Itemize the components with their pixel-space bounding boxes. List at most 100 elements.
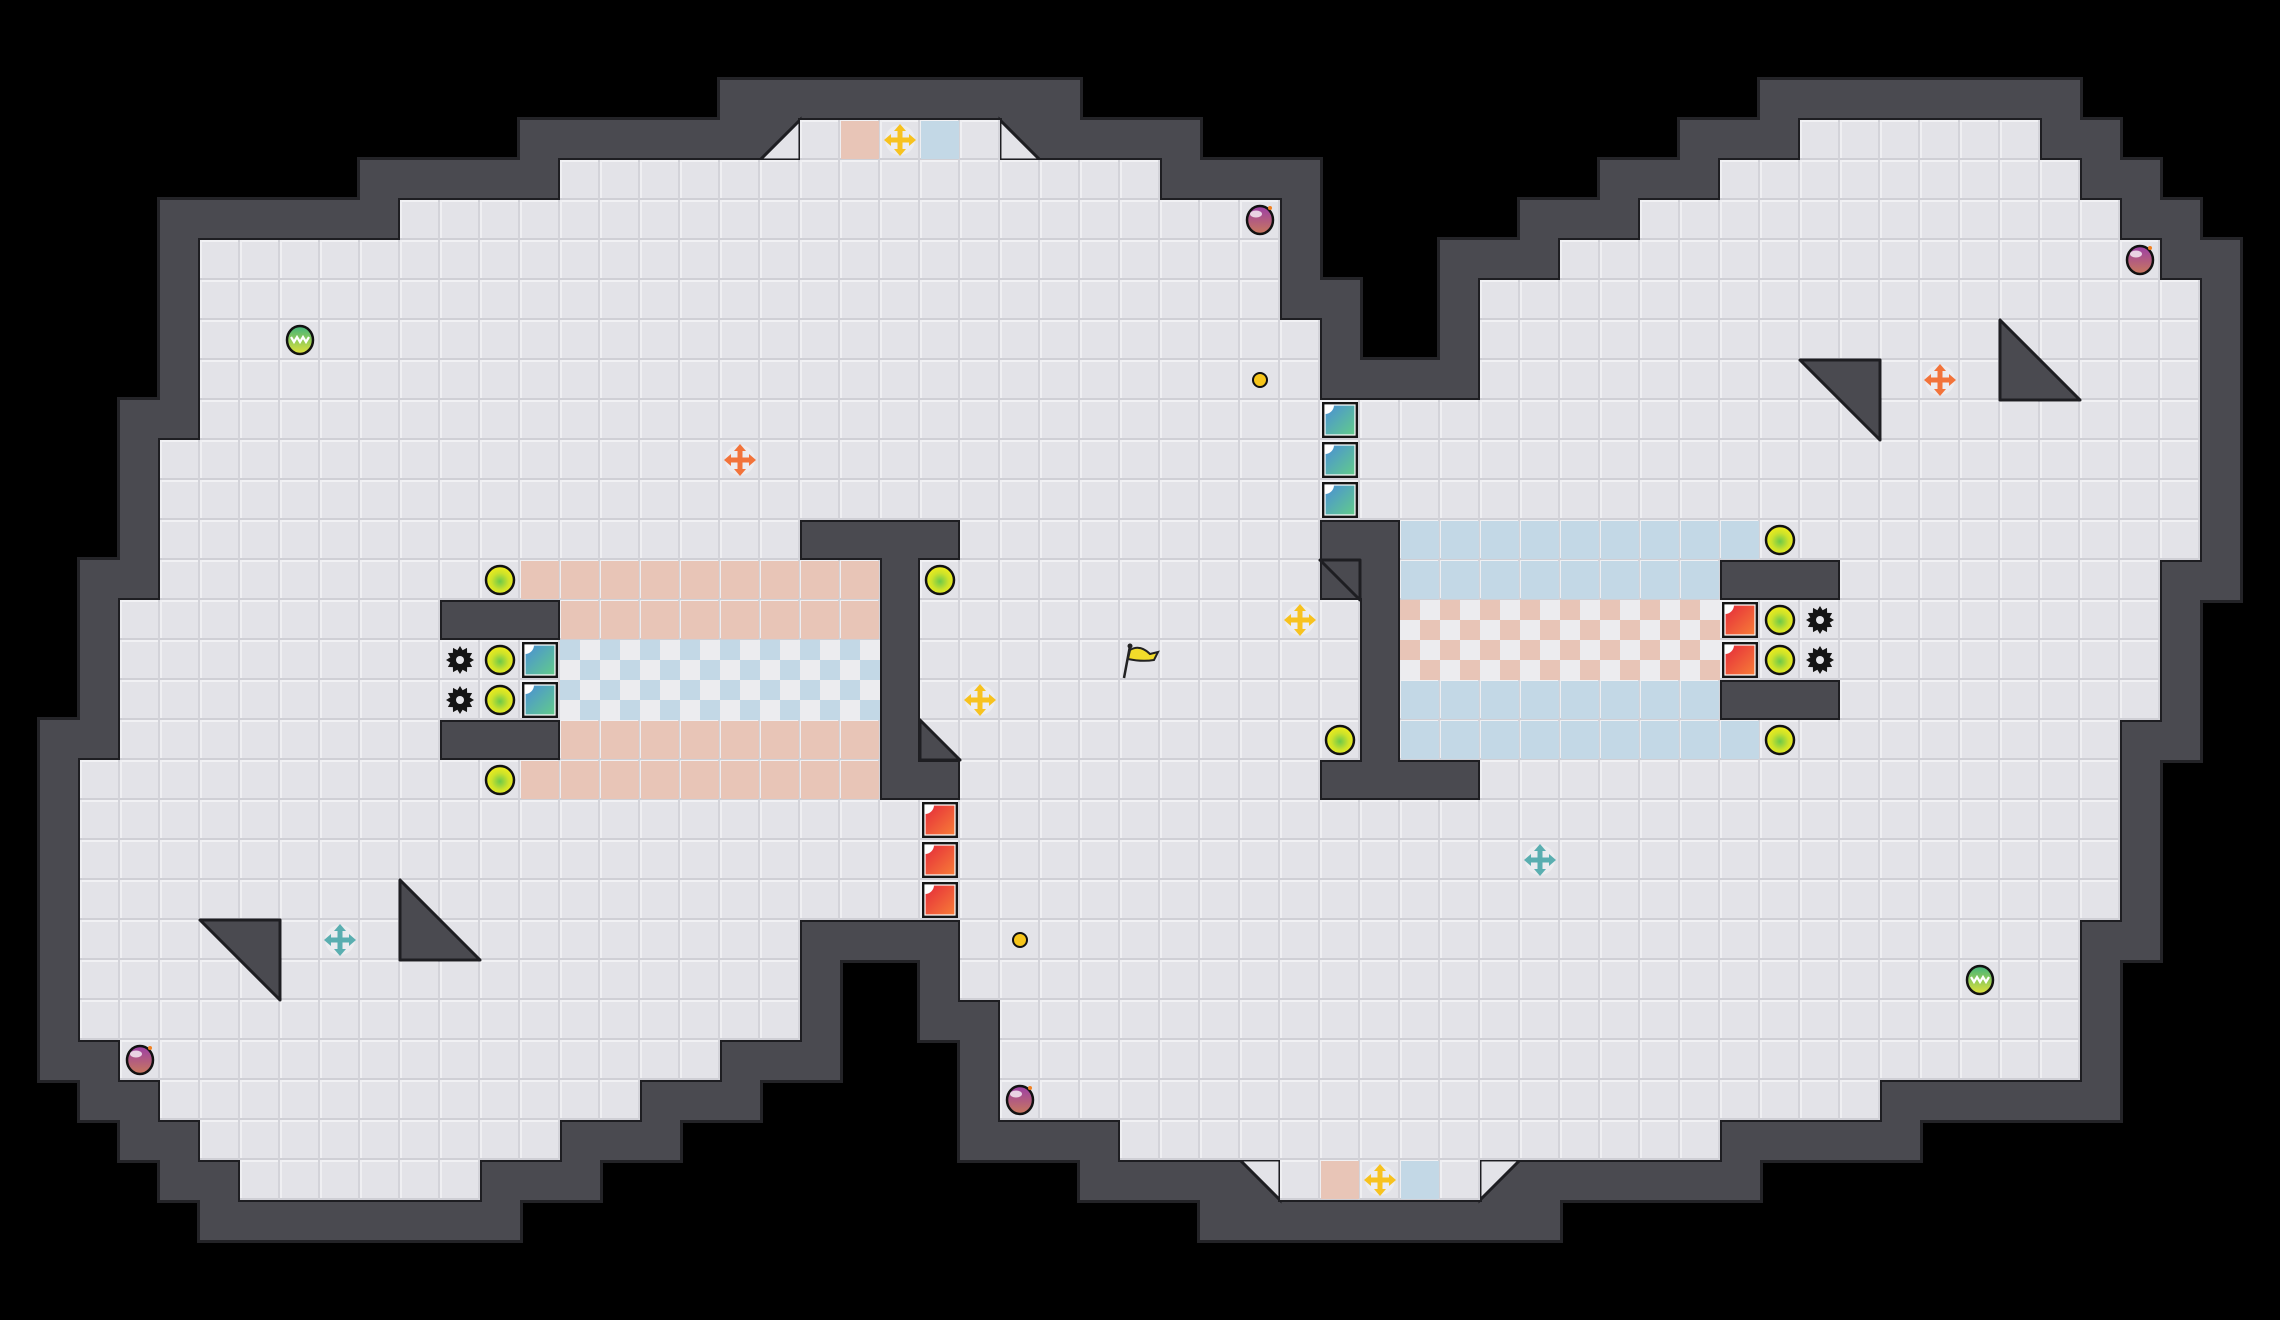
salmon-tile (761, 561, 799, 599)
blue-checker-tile (840, 640, 880, 680)
floor-row (1400, 720, 2120, 760)
wall-segment (1480, 1160, 1760, 1200)
blue-tile (1561, 561, 1599, 599)
blue-checker-tile (800, 640, 840, 680)
move-arrows-icon (1924, 364, 1956, 396)
salmon-tile (681, 721, 719, 759)
blue-checker-tile (720, 640, 760, 680)
floor-row (80, 960, 800, 1000)
wall-segment (160, 240, 200, 280)
wall-segment (2120, 800, 2160, 840)
blue-tile (1401, 681, 1439, 719)
blue-tile (1641, 681, 1679, 719)
triangle-wall (198, 918, 282, 1002)
salmon-tile (761, 601, 799, 639)
wall-segment (1200, 1200, 1560, 1240)
pink-marble-icon (125, 1044, 155, 1076)
wall-segment (160, 280, 200, 320)
salmon-tile (561, 721, 599, 759)
wall-segment (2160, 240, 2240, 280)
floor-row (1720, 160, 2080, 200)
wall-segment (2080, 920, 2160, 960)
blue-tile (1521, 721, 1559, 759)
blue-checker-tile (760, 640, 800, 680)
salmon-tile (841, 761, 879, 799)
wall-segment (80, 600, 120, 640)
floor-row (80, 800, 2120, 840)
salmon-checker-tile (1520, 640, 1560, 680)
wall-segment (800, 960, 840, 1000)
blue-tile (1401, 1161, 1439, 1199)
wall-segment (1280, 200, 1320, 240)
salmon-tile (841, 601, 879, 639)
salmon-checker-tile (1400, 600, 1440, 640)
wall-segment (2120, 720, 2200, 760)
salmon-tile (761, 761, 799, 799)
salmon-checker-tile (1600, 600, 1640, 640)
wall-segment (880, 680, 920, 720)
wall-segment (2120, 200, 2200, 240)
entity-layer[interactable] (125, 124, 2155, 1196)
yellow-ball-icon (484, 684, 516, 716)
wall-segment (40, 1000, 80, 1040)
wall-segment (1360, 600, 1400, 640)
wall-segment (2120, 880, 2160, 920)
salmon-tile (521, 761, 559, 799)
floor-row (200, 320, 1320, 360)
wall-segment (1360, 680, 1400, 720)
wall-segment (1440, 240, 1560, 280)
wall-segment (80, 680, 120, 720)
wall-segment (1320, 360, 1480, 400)
salmon-tile (761, 721, 799, 759)
wall-segment (40, 800, 80, 840)
yellow-ball-icon (484, 764, 516, 796)
move-arrows-icon (324, 924, 356, 956)
floor-row (200, 360, 1320, 400)
blue-tile (1481, 521, 1519, 559)
gear-icon (1806, 646, 1834, 674)
wall-segment (120, 440, 160, 480)
wall-segment (2080, 1040, 2120, 1080)
wall-segment (880, 600, 920, 640)
blue-checker-tile (560, 640, 600, 680)
blue-tile (1641, 521, 1679, 559)
pink-marble-icon (1005, 1084, 1035, 1116)
teal-block-icon (1322, 482, 1358, 518)
zone-layer (521, 121, 1759, 1199)
wall-segment (1720, 560, 1840, 600)
wall-segment (440, 720, 560, 760)
triangle-wall (1998, 318, 2082, 402)
wall-segment (800, 520, 960, 560)
salmon-checker-tile (1680, 600, 1720, 640)
teal-block-icon (1322, 402, 1358, 438)
wall-segment (2160, 600, 2200, 640)
blue-tile (1641, 721, 1679, 759)
salmon-tile (641, 761, 679, 799)
floor-row (400, 200, 1280, 240)
wall-segment (2120, 760, 2160, 800)
salmon-tile (721, 561, 759, 599)
floor-row (1000, 1080, 1880, 1120)
wall-segment (160, 200, 400, 240)
blue-tile (1681, 521, 1719, 559)
floor-row (1640, 200, 2120, 240)
move-arrows-icon (1364, 1164, 1396, 1196)
wall-segment (920, 960, 960, 1000)
wall-segment (1280, 240, 1320, 280)
teal-block-icon (1322, 442, 1358, 478)
wall-segment (2200, 480, 2240, 520)
wall-segment (1440, 320, 1480, 360)
yellow-ball-icon (924, 564, 956, 596)
wall-segment (920, 1000, 1000, 1040)
floor-row (960, 520, 1320, 560)
blue-tile (1601, 561, 1639, 599)
wall-segment (1440, 280, 1480, 320)
wall-segment (120, 480, 160, 520)
wall-segment (2200, 520, 2240, 560)
floor-row (200, 400, 2200, 440)
pink-marble-icon (1245, 204, 1275, 236)
wall-segment (40, 920, 80, 960)
green-marble-icon (1965, 964, 1995, 996)
gear-icon (446, 686, 474, 714)
